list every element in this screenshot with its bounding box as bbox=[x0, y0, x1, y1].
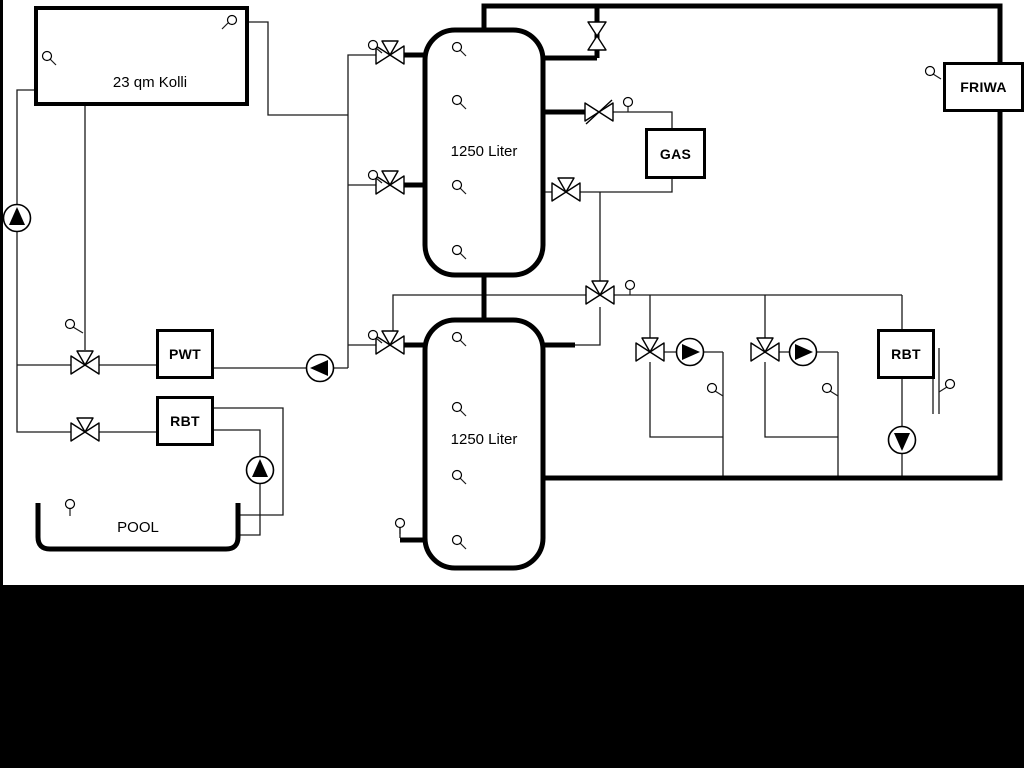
sensor-icon bbox=[367, 39, 383, 54]
pump-rbt-right-icon bbox=[887, 425, 917, 455]
sensor-icon bbox=[924, 65, 942, 80]
sensor-icon bbox=[622, 96, 634, 112]
pwt-box: PWT bbox=[156, 329, 214, 379]
pump-circuit2-icon bbox=[788, 337, 818, 367]
sensor-icon bbox=[706, 382, 724, 397]
pool-basin bbox=[35, 503, 241, 552]
check-valve-gas-icon bbox=[584, 99, 614, 125]
valve-top-main-icon bbox=[587, 21, 607, 51]
valve-heating-supply-icon bbox=[585, 280, 615, 305]
pump-solar-icon bbox=[2, 203, 32, 233]
pump-pwt-icon bbox=[305, 353, 335, 383]
temperature-sensors bbox=[41, 14, 956, 550]
sensor-icon bbox=[451, 179, 467, 195]
gas-boiler-box: GAS bbox=[645, 128, 706, 179]
sensor-icon bbox=[221, 14, 238, 30]
sensor-icon bbox=[624, 279, 636, 295]
rbt-right-box: RBT bbox=[877, 329, 935, 379]
rbt-left-box: RBT bbox=[156, 396, 214, 446]
sensor-icon bbox=[41, 50, 57, 66]
sensor-icon bbox=[451, 244, 467, 260]
friwa-label: FRIWA bbox=[960, 79, 1007, 95]
pipes-thin bbox=[16, 21, 940, 538]
sensor-icon bbox=[451, 331, 467, 347]
sensor-icon bbox=[451, 401, 467, 417]
solar-collector bbox=[34, 6, 249, 106]
buffer-tank-top bbox=[422, 27, 546, 278]
sensor-icon bbox=[451, 41, 467, 57]
gas-label: GAS bbox=[659, 145, 692, 162]
sensor-icon bbox=[64, 498, 76, 516]
sensor-icon bbox=[451, 534, 467, 550]
valve-gas-return-icon bbox=[551, 177, 581, 202]
valve-pwt-icon bbox=[70, 350, 100, 375]
letterbox-bottom bbox=[0, 585, 1024, 768]
valve-rbt-left-icon bbox=[70, 417, 100, 442]
valve-circuit1-mixer-icon bbox=[635, 337, 665, 362]
rbt-right-label: RBT bbox=[891, 346, 921, 362]
sensor-icon bbox=[367, 169, 383, 184]
valve-circuit2-mixer-icon bbox=[750, 337, 780, 362]
pwt-label: PWT bbox=[168, 346, 201, 362]
hydraulic-schematic bbox=[2, 0, 1024, 585]
sensor-icon bbox=[394, 517, 406, 534]
sensor-icon bbox=[451, 469, 467, 485]
valve-tank2-top-icon bbox=[375, 330, 405, 355]
sensor-icon bbox=[821, 382, 839, 397]
sensor-icon bbox=[938, 378, 956, 393]
buffer-tank-bottom bbox=[422, 317, 546, 571]
pump-pool-icon bbox=[245, 455, 275, 485]
pump-circuit1-icon bbox=[675, 337, 705, 367]
valve-tank1-top-icon bbox=[375, 40, 405, 65]
sensor-icon bbox=[451, 94, 467, 110]
sensor-icon bbox=[64, 318, 84, 334]
friwa-box: FRIWA bbox=[943, 62, 1024, 112]
rbt-left-label: RBT bbox=[170, 413, 200, 429]
sensor-icon bbox=[367, 329, 383, 344]
